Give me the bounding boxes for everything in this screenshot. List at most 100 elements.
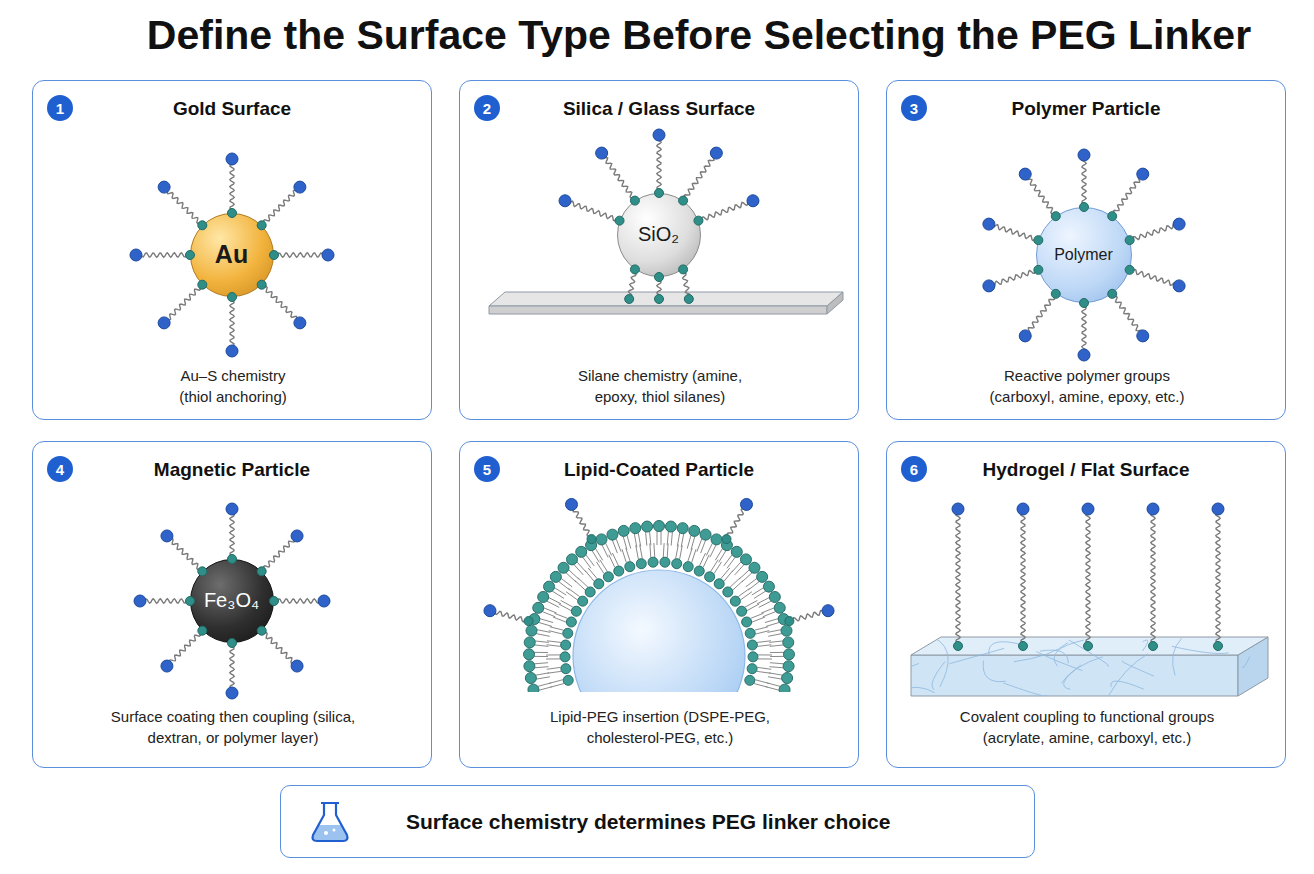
lipid-tail: [757, 641, 771, 643]
flask-bubble: [333, 829, 336, 832]
lipid-tail: [544, 608, 557, 613]
lipid-tail: [650, 531, 651, 545]
flask-bubble: [324, 831, 328, 835]
panel-caption: Silane chemistry (amine, epoxy, thiol si…: [560, 365, 760, 407]
lipid-tail: [596, 562, 604, 574]
lipid-head: [524, 649, 535, 660]
lipid-head: [586, 540, 597, 551]
peg-chain: [136, 253, 190, 257]
lipid-tail: [703, 555, 709, 568]
panel-title: Gold Surface: [33, 97, 431, 121]
anchor-dot: [198, 221, 207, 230]
functional-end-group: [161, 530, 173, 542]
lipid-tail: [595, 548, 602, 560]
anchor-dot: [655, 189, 664, 198]
lipid-tail: [578, 578, 588, 588]
particle-core: Au: [190, 213, 274, 297]
lipid-head: [763, 581, 774, 592]
lipid-tail: [588, 568, 597, 579]
lipid-head: [578, 596, 588, 606]
lipid-tail: [566, 573, 576, 583]
step-badge: 5: [474, 456, 500, 482]
peg-chain: [989, 224, 1038, 241]
glass-slide-front: [489, 306, 827, 314]
lipid-tail: [547, 671, 561, 673]
lipid-tail: [559, 581, 570, 590]
peg-chain: [1151, 509, 1155, 646]
lipid-tail: [559, 604, 571, 611]
lipid-tail: [546, 654, 560, 655]
anchor-dot: [257, 567, 266, 576]
lipid-head: [648, 557, 658, 567]
functional-end-group: [822, 605, 834, 617]
lipid-tail: [534, 645, 548, 646]
lipid-tail: [623, 536, 627, 549]
silane-link: [657, 277, 661, 299]
lipid-tail: [700, 553, 706, 566]
lipid-tail: [701, 540, 706, 553]
lipid-head: [778, 614, 789, 625]
lipid-tail: [546, 658, 560, 659]
functional-end-group: [983, 218, 995, 230]
surface-panel: 6Hydrogel / Flat SurfaceCovalent couplin…: [886, 441, 1286, 768]
lipid-head: [561, 640, 571, 650]
lipid-head: [757, 571, 768, 582]
network-strand: [1014, 642, 1068, 661]
lipid-tail: [714, 562, 722, 574]
particle-label: Fe₃O₄: [204, 589, 259, 612]
lipid-head: [550, 571, 561, 582]
lipid-tail: [688, 548, 692, 561]
network-strand: [1173, 638, 1182, 675]
step-number: 5: [483, 462, 491, 477]
peg-chain: [140, 599, 190, 603]
lipid-tail: [758, 645, 772, 647]
anchor-dot: [257, 280, 266, 289]
lipid-head: [705, 572, 715, 582]
lipid-tail: [752, 617, 765, 622]
particle-core: [573, 570, 745, 692]
lipid-head: [742, 617, 752, 627]
lipid-head: [566, 617, 576, 627]
functional-end-group: [318, 595, 330, 607]
lipid-tail: [575, 580, 585, 590]
functional-end-group: [596, 147, 608, 159]
lipid-tail: [706, 543, 712, 556]
lipid-tail: [550, 684, 564, 688]
panel-title: Hydrogel / Flat Surface: [887, 458, 1285, 482]
anchor-dot: [679, 265, 688, 274]
lipid-tail: [676, 545, 679, 559]
lipid-head: [642, 521, 653, 532]
lipid-head: [544, 581, 555, 592]
polymer-illustration: [983, 149, 1185, 361]
lipid-head: [730, 596, 740, 606]
lipid-head: [525, 673, 536, 684]
lipid-tail: [715, 548, 722, 560]
lipid-head: [700, 529, 711, 540]
lipid-head: [769, 591, 780, 602]
lipid-head: [740, 554, 751, 565]
lipid-tail: [550, 627, 564, 630]
functional-end-group: [226, 503, 238, 515]
lipid-tail: [534, 656, 548, 657]
lipid-tail: [549, 631, 563, 634]
lipid-tail: [757, 597, 769, 603]
anchor-dot: [228, 555, 237, 564]
lipid-tail: [724, 555, 732, 566]
lipid-head: [618, 525, 629, 536]
functional-end-group: [322, 249, 334, 261]
lipid-head: [571, 606, 581, 616]
lipid-tail: [612, 553, 618, 566]
lipid-tail: [692, 549, 696, 562]
lipid-tail: [663, 543, 665, 557]
lipid-tail: [691, 536, 695, 549]
functional-end-group: [226, 687, 238, 699]
panel-caption: Covalent coupling to functional groups (…: [947, 706, 1227, 748]
network-strand: [1242, 656, 1249, 667]
network-strand: [903, 687, 934, 692]
network-strand: [901, 659, 919, 669]
silane-link: [628, 269, 636, 299]
anchor-dot: [198, 626, 207, 635]
anchor-dot: [1214, 642, 1223, 651]
functional-end-group: [294, 181, 306, 193]
